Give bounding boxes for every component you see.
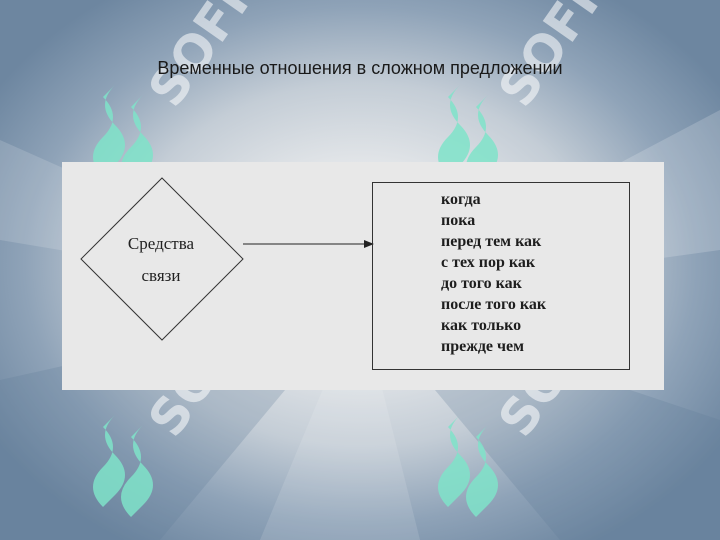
list-item: когда	[441, 191, 481, 208]
conjunctions-list: когда пока перед тем как с тех пор как д…	[441, 189, 546, 357]
list-item: после того как	[441, 296, 547, 313]
list-item: как только	[441, 317, 522, 334]
arrow-head	[364, 240, 374, 248]
connector-diamond	[80, 177, 244, 341]
diagram-panel	[62, 162, 664, 390]
conjunctions-box	[372, 182, 630, 370]
diamond-label-line-1: Средства	[127, 234, 195, 253]
list-item: до того как	[441, 275, 522, 292]
list-item: пока	[441, 212, 476, 229]
list-item: перед тем как	[441, 233, 542, 250]
slide-title: Временные отношения в сложном предложени…	[157, 58, 563, 78]
list-item: прежде чем	[441, 338, 525, 355]
diamond-label-line-2: связи	[141, 266, 181, 285]
list-item: с тех пор как	[441, 254, 536, 271]
